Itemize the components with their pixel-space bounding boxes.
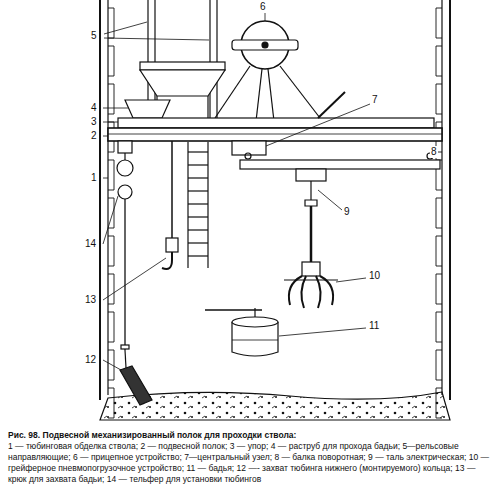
bucket-hook [162, 141, 178, 269]
support-deck [118, 118, 434, 128]
callout-number: 8 [430, 146, 438, 158]
legend-entry: 12 —- захват тюбинга нижнего (монтируемо… [237, 463, 453, 473]
legend-entry: 4 — раструб для прохода бадьи; [271, 441, 400, 451]
callout-number: 4 [90, 102, 98, 114]
segment-grip [120, 366, 152, 405]
grab-loader [284, 262, 338, 308]
telpher [117, 141, 133, 350]
callout-number: 1 [90, 172, 98, 184]
callout-number: 6 [259, 1, 267, 13]
electric-hoist [296, 169, 326, 270]
legend-entry: 9 — таль электрическая; [368, 452, 466, 462]
shaft-illustration [0, 0, 500, 430]
legend-entry: 3 — упор; [230, 441, 269, 451]
rock-bottom [100, 392, 450, 420]
bucket-funnel [125, 100, 170, 118]
legend-entry: 6 — прицепное устройство; [73, 452, 182, 462]
callout-number: 2 [90, 130, 98, 142]
callout-number: 10 [368, 270, 381, 282]
callout-number: 11 [368, 320, 380, 332]
hanging-platform [108, 128, 442, 141]
caption-heading: Рис. 98. Подвесной механизированный поло… [8, 430, 492, 441]
legend-entry: 8 — балка поворотная; [274, 452, 365, 462]
bucket [205, 308, 278, 356]
figure-caption: Рис. 98. Подвесной механизированный поло… [8, 430, 492, 485]
callout-number: 9 [343, 206, 351, 218]
legend-entry: 2 — подвесной полок; [140, 441, 227, 451]
legend-entry: 1 — тюбинговая обделка ствола; [8, 441, 138, 451]
callout-number: 5 [90, 30, 98, 42]
ladder [188, 142, 208, 268]
tubing-lining [100, 0, 450, 418]
legend-entry: 7—центральный узел; [184, 452, 272, 462]
leader-lines [103, 13, 436, 370]
rotating-beam [240, 160, 440, 169]
callout-number: 12 [84, 354, 97, 366]
legend-entry: 14 — тельфер для установки тюбингов [107, 474, 261, 484]
callout-number: 3 [90, 116, 98, 128]
callout-number: 14 [84, 238, 97, 250]
callout-number: 7 [371, 94, 379, 106]
legend-entry: 11 — бадья; [186, 463, 234, 473]
callout-number: 13 [84, 294, 97, 306]
hitch-device [215, 21, 320, 130]
